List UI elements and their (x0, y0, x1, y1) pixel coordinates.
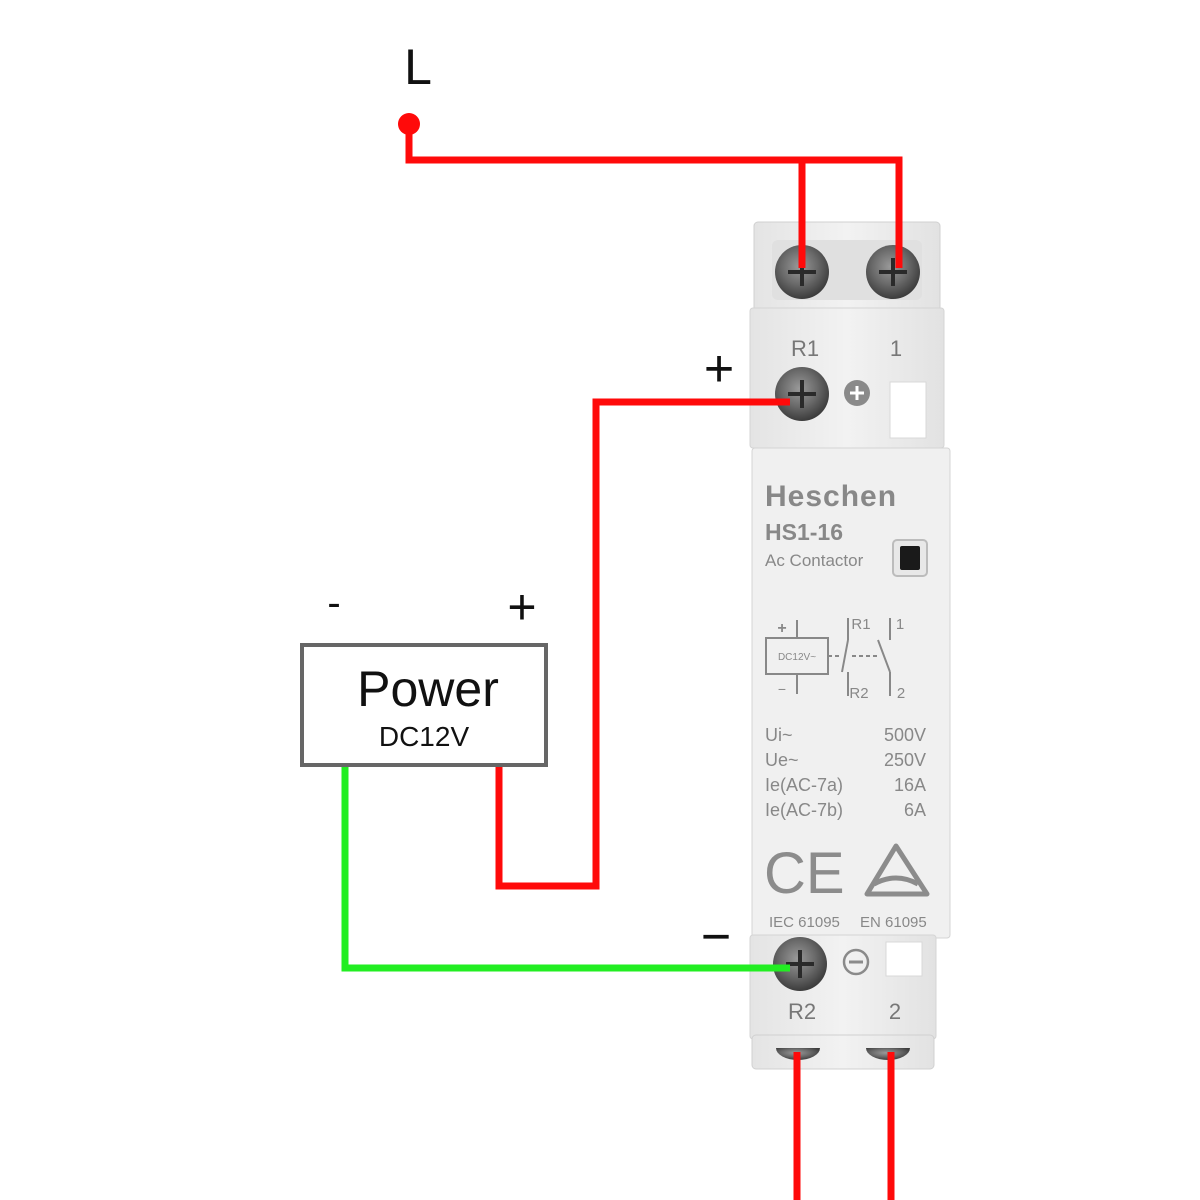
wire-power-plus-to-coil (495, 398, 790, 890)
line-label: L (404, 39, 432, 95)
line-terminal-dot (398, 113, 420, 135)
power-supply-rating: DC12V (379, 721, 470, 752)
minus-circle-icon (842, 948, 870, 976)
power-supply-box (300, 643, 548, 767)
coil-plus-sign: + (704, 340, 734, 398)
rating-name: Ue~ (765, 750, 799, 770)
coil-plus-label: + (777, 620, 786, 637)
wire-line-to-1 (802, 156, 903, 268)
standard-en: EN 61095 (860, 914, 927, 931)
contact-label-1: 1 (896, 616, 904, 633)
coil-minus-screw-icon (773, 937, 827, 991)
rating-name: Ie(AC-7b) (765, 800, 843, 820)
brand-name: Heschen (765, 480, 897, 513)
rating-value: 6A (904, 800, 926, 820)
wires (341, 124, 903, 1200)
contact-schematic (765, 618, 891, 696)
contact-label-2: 2 (897, 685, 905, 702)
rating-name: Ui~ (765, 725, 793, 745)
screw-icon (866, 245, 920, 299)
manual-switch-knob (900, 546, 920, 570)
wire-power-minus-to-coil (341, 766, 790, 972)
power-supply-title: Power (357, 661, 499, 717)
standard-iec: IEC 61095 (769, 914, 840, 931)
plus-circle-icon (844, 380, 870, 406)
wire-line-to-r1 (405, 124, 806, 268)
terminal-label-1: 1 (890, 336, 902, 361)
ce-mark-icon: CE (764, 841, 845, 906)
coil-label: DC12V~ (778, 652, 816, 663)
rating-value: 250V (884, 750, 926, 770)
rating-value: 500V (884, 725, 926, 745)
rating-value: 16A (894, 775, 926, 795)
coil-minus-label: − (778, 681, 786, 697)
model-number: HS1-16 (765, 519, 843, 545)
coil-minus-sign: − (701, 908, 731, 966)
contactor-device: R1 1 Heschen HS1-16 Ac Contactor (749, 221, 951, 1070)
device-type: Ac Contactor (765, 551, 864, 570)
terminal-label-r2: R2 (788, 999, 816, 1024)
contact-label-r2: R2 (849, 685, 868, 702)
terminal-label-2: 2 (889, 999, 901, 1024)
contact-label-r1: R1 (851, 616, 870, 633)
power-minus-sign: - (327, 581, 340, 625)
coil-plus-screw-icon (775, 367, 829, 421)
power-plus-sign: + (507, 579, 536, 635)
rating-name: Ie(AC-7a) (765, 775, 843, 795)
top-indicator-window (889, 381, 927, 439)
certification-triangle-icon (864, 843, 930, 897)
bottom-indicator-window (885, 941, 923, 977)
power-supply: Power DC12V (300, 643, 548, 767)
terminal-label-r1: R1 (791, 336, 819, 361)
